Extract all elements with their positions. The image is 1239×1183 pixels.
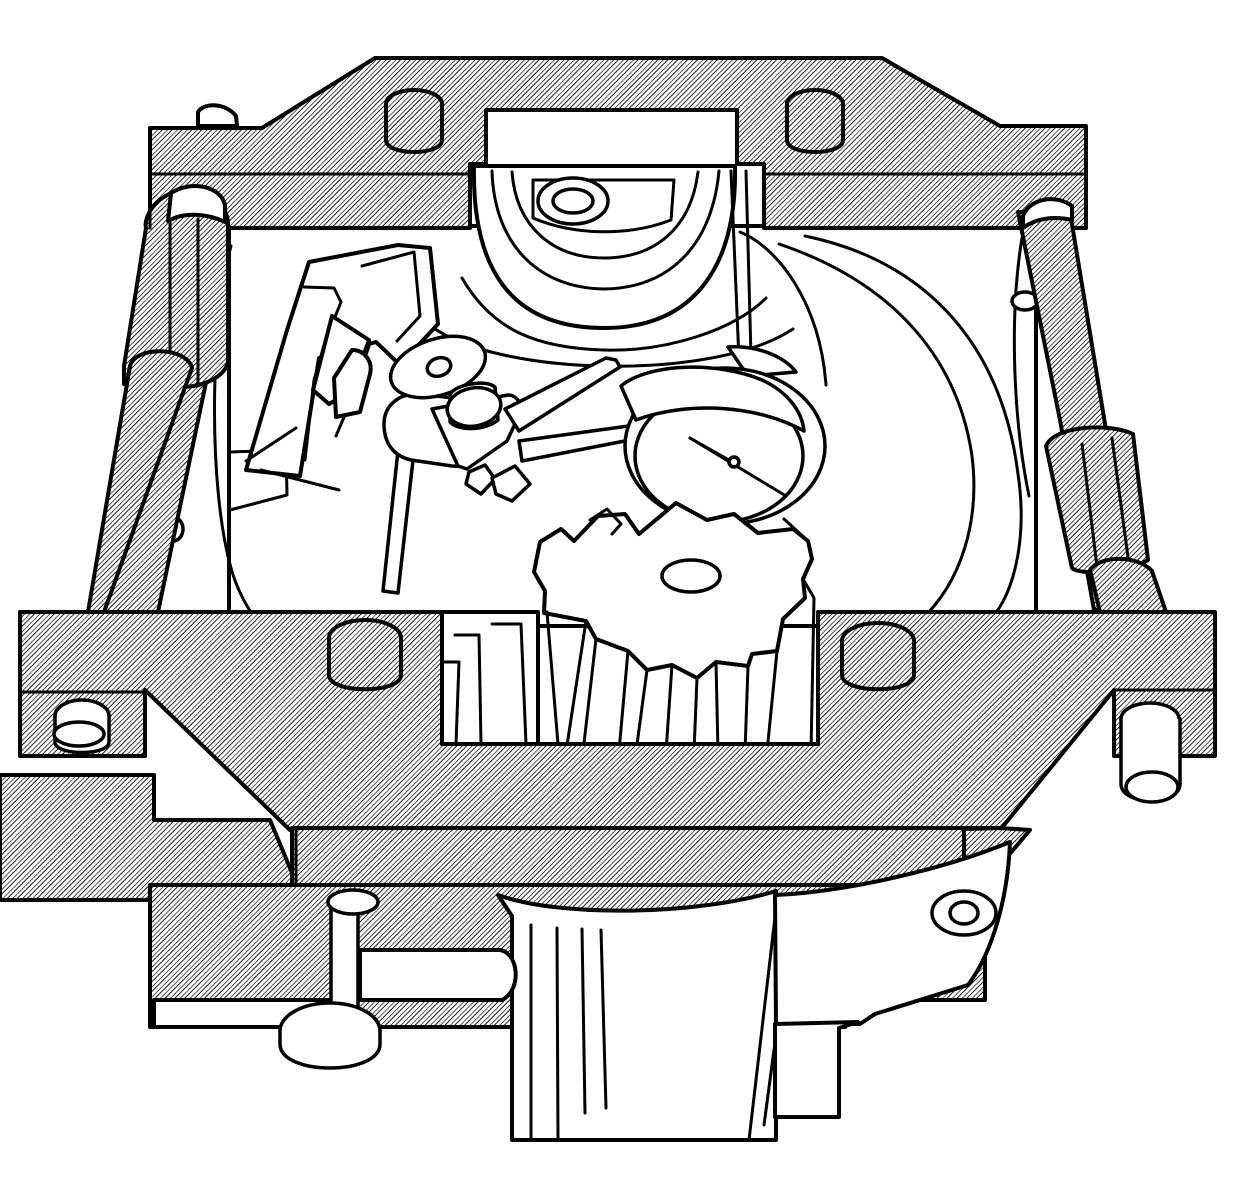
lower-plate-pins bbox=[52, 618, 1182, 804]
gear-center-hole-icon bbox=[660, 558, 722, 594]
indicator-arm bbox=[381, 334, 642, 595]
top-fixture-plate bbox=[148, 56, 1088, 230]
lower-shaft-and-housing bbox=[148, 840, 1012, 1142]
lower-fixture-plate bbox=[0, 610, 1217, 902]
left-bracket-assembly bbox=[244, 243, 440, 492]
right-vertical-rod bbox=[1016, 197, 1168, 614]
lower-t-handle bbox=[278, 888, 382, 1070]
edge-accent-lines bbox=[18, 124, 1217, 758]
left-vertical-rod bbox=[86, 184, 230, 614]
dial-indicator bbox=[619, 169, 827, 526]
pinion-gear bbox=[532, 501, 816, 754]
